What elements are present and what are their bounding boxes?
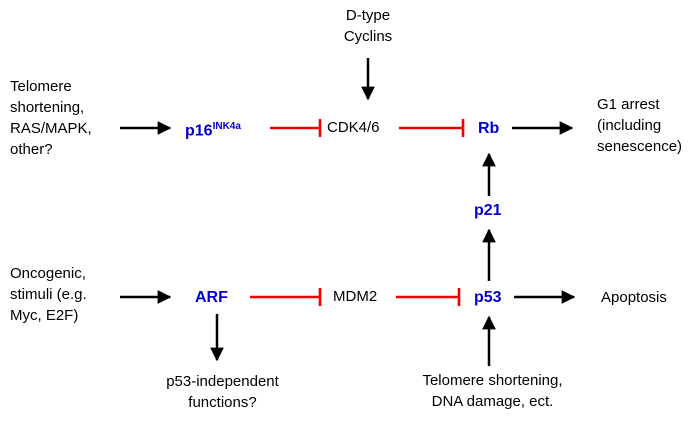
p21-node: p21: [474, 202, 502, 219]
dtype-cyclins-label: D-type Cyclins: [343, 7, 393, 45]
p53-node: p53: [474, 289, 502, 306]
p53-upstream-label: Telomere shortening, DNA damage, ect.: [422, 372, 563, 410]
g1-arrest-label: G1 arrest (including senescence): [597, 96, 683, 155]
upstream-top-label: Telomere shortening, RAS/MAPK, other?: [10, 78, 92, 158]
p16-superscript: INK4a: [212, 121, 241, 132]
p16-node: p16INK4a: [185, 117, 241, 140]
mdm2-node: MDM2: [333, 288, 378, 305]
arf-downstream-label: p53-independent functions?: [166, 373, 279, 411]
cdk46-node: CDK4/6: [327, 119, 380, 136]
arf-node: ARF: [195, 289, 228, 306]
apoptosis-label: Apoptosis: [601, 289, 667, 306]
p16-label: p16: [185, 122, 213, 140]
rb-node: Rb: [478, 120, 500, 137]
upstream-bottom-label: Oncogenic, stimuli (e.g. Myc, E2F): [10, 265, 87, 324]
